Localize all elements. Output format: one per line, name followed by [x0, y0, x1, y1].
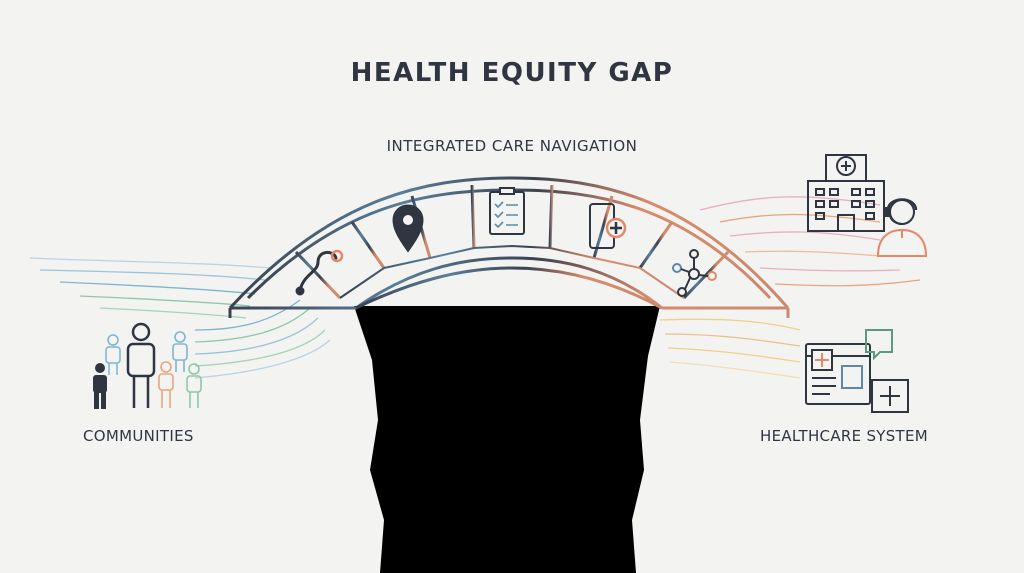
- care-navigation-bridge: [228, 176, 790, 320]
- person-icon: [126, 322, 156, 408]
- person-icon: [158, 361, 174, 408]
- person-icon: [186, 363, 202, 408]
- equity-gap-chasm: [354, 306, 660, 573]
- person-icon: [172, 331, 188, 372]
- mobile-health-icon: [589, 203, 627, 249]
- healthcare-system-label: HEALTHCARE SYSTEM: [760, 427, 929, 445]
- network-icon: [672, 249, 717, 297]
- person-icon: [105, 334, 121, 375]
- community-people: [93, 322, 202, 409]
- diagram-title: HEALTH EQUITY GAP: [350, 58, 674, 88]
- person-icon: [93, 363, 107, 409]
- health-record-icon: [805, 329, 909, 413]
- clipboard-checklist-icon: [489, 187, 525, 235]
- hospital-icon: [807, 154, 885, 232]
- system-connection-lines: [659, 196, 921, 379]
- care-navigator-icon: [876, 198, 928, 257]
- location-pin-icon: [392, 204, 424, 253]
- communities-label: COMMUNITIES: [83, 427, 194, 445]
- bridge-label: INTEGRATED CARE NAVIGATION: [386, 137, 638, 155]
- pathway-icon: [295, 249, 344, 296]
